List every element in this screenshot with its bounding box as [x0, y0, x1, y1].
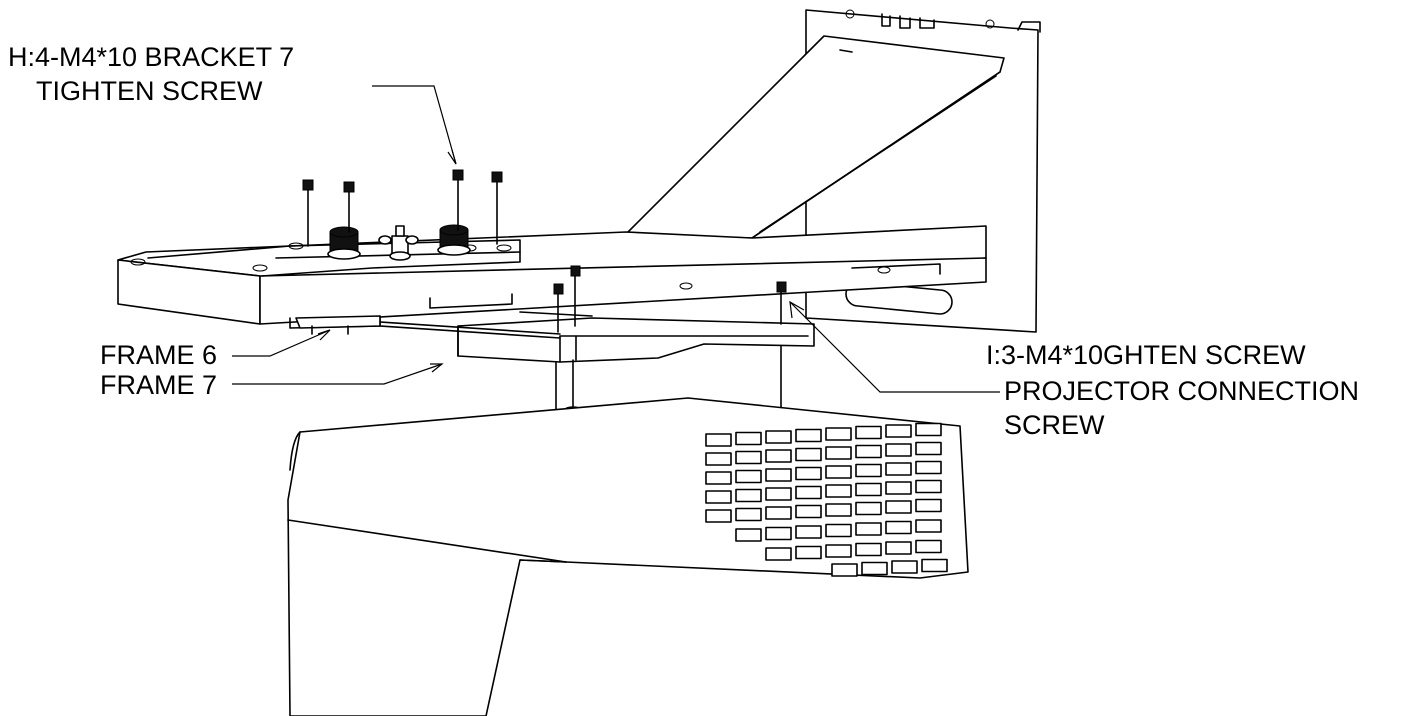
vent-slot [795, 525, 822, 539]
vent-slot [885, 500, 912, 514]
vent-slot [825, 446, 852, 460]
vent-slot [765, 449, 792, 463]
label-i-screw-line3: SCREW [1004, 410, 1105, 440]
tilt-knob-left [327, 226, 361, 260]
center-fitting [378, 225, 419, 261]
vent-slot [855, 501, 882, 516]
vent-slot [885, 424, 912, 438]
vent-slot [915, 479, 942, 494]
h-screw-1 [302, 179, 314, 247]
vent-slot [765, 506, 792, 520]
vent-slot [915, 441, 942, 456]
vent-slot [705, 433, 732, 447]
label-i-screw-line1: I:3-M4*10GHTEN SCREW [986, 340, 1306, 370]
i-screw-3 [772, 281, 790, 428]
vent-slot [765, 487, 792, 501]
vent-slot [705, 452, 732, 466]
vent-slot [735, 507, 762, 522]
vent-slot [735, 450, 762, 465]
vent-slot [921, 558, 948, 573]
vent-slot [855, 463, 882, 478]
vent-slot [705, 471, 732, 485]
leader-lines [232, 85, 1000, 393]
vent-slot [855, 444, 882, 459]
vent-slot [705, 490, 732, 504]
vent-slot [765, 430, 792, 444]
vent-slot [825, 484, 852, 498]
vent-slot [915, 422, 942, 437]
vent-slot [915, 539, 942, 554]
frame-6 [295, 315, 381, 335]
vent-slot [765, 468, 792, 482]
vent-slot [795, 545, 822, 560]
vent-slot [855, 522, 882, 536]
vent-slot [885, 462, 912, 476]
vent-slot [765, 547, 792, 561]
projector-vent-grille [705, 422, 948, 577]
vent-slot [915, 519, 942, 533]
h-screw-4 [491, 171, 503, 245]
label-h-screw-line1: H:4-M4*10 BRACKET 7 [8, 42, 294, 72]
vent-slot [795, 447, 822, 462]
vent-slot [885, 520, 912, 535]
vent-slot [825, 427, 852, 441]
h-screw-3 [452, 169, 464, 231]
vent-slot [765, 526, 792, 541]
vent-slot [915, 460, 942, 475]
label-h-screw-line2: TIGHTEN SCREW [36, 76, 263, 106]
vent-slot [705, 509, 732, 523]
vent-slot [855, 542, 882, 557]
vent-slot [825, 544, 852, 558]
vent-slot [855, 482, 882, 497]
vent-slot [885, 443, 912, 457]
vent-slot [825, 465, 852, 479]
vent-slot [885, 541, 912, 555]
vent-slot [825, 523, 852, 538]
vent-slot [855, 425, 882, 440]
vent-slot [915, 498, 942, 513]
vent-slot [735, 528, 762, 542]
h-screw-2 [343, 181, 355, 233]
vent-slot [795, 485, 822, 500]
frame-7 [379, 311, 815, 363]
label-i-screw-line2: PROJECTOR CONNECTION [1004, 376, 1359, 406]
vent-slot [735, 431, 762, 446]
tilt-knob-right [437, 224, 471, 256]
vent-slot [861, 561, 888, 576]
vent-slot [795, 504, 822, 519]
vent-slot [831, 563, 858, 577]
label-frame-7: FRAME 7 [100, 370, 217, 400]
vent-slot [735, 469, 762, 484]
vent-slot [885, 481, 912, 495]
vent-slot [795, 466, 822, 481]
vent-slot [891, 560, 918, 574]
vent-slot [795, 428, 822, 443]
vent-slot [825, 503, 852, 517]
label-frame-6: FRAME 6 [100, 340, 217, 370]
vent-slot [735, 488, 762, 503]
